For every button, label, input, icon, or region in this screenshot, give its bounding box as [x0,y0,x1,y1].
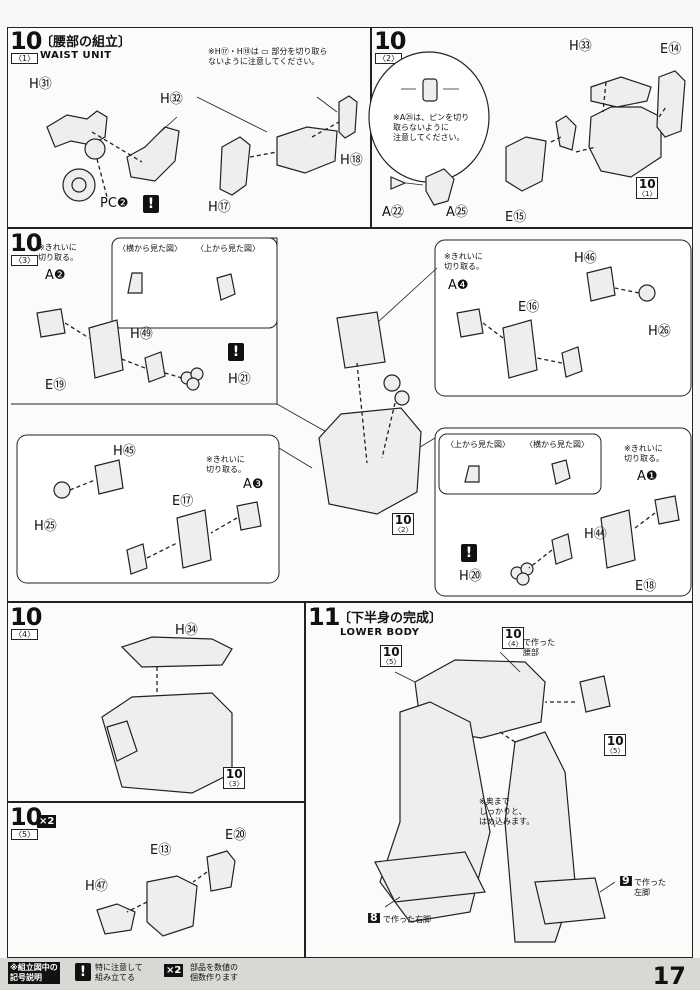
clean-cut-note: ※きれいに 切り取る。 [444,252,484,271]
part-label-a3: A❸ [243,477,264,492]
reference-step-box: 10 〈4〉 [502,627,525,649]
left-leg-label: で作った 左脚 [634,878,666,897]
view-top-label: 〈上から見た図〉 [196,244,260,253]
legend-x2-text: 部品を数値の 個数作ります [190,963,238,982]
part-label-h25: H㉕ [34,519,57,534]
part-label-h32: H㉜ [160,92,183,107]
lower-body-illustration [374,651,616,943]
ref-substep: 〈1〉 [638,190,657,198]
substep-label: 〈1〉 [11,53,39,64]
right-leg-label: で作った右脚 [383,915,431,924]
ref-step-number: 10 [394,513,412,527]
part-label-a1: A❶ [637,469,658,484]
part-label-a2: A❷ [45,268,66,283]
part-label-h20: H⑳ [459,569,482,584]
part-label-a22: A㉒ [382,205,404,220]
caution-note: ※A㉕は、ピンを切り 取らないように 注意してください。 [393,113,470,142]
part-label-h17: H⑰ [208,200,231,215]
part-label-h34: H㉞ [175,623,198,638]
legend-title: ※組立図中の 記号説明 [8,962,60,984]
step-number: 10 [10,27,42,55]
reference-step-box: 10 〈2〉 [392,513,415,535]
ref-substep: 〈4〉 [504,640,523,648]
part-label-h49: H㊾ [130,327,153,342]
step-number: 10 [374,27,406,55]
clean-cut-note: ※きれいに 切り取る。 [206,455,246,474]
ref-substep: 〈5〉 [606,747,625,755]
page-number: 17 [652,962,686,990]
reference-step-box: 10 〈1〉 [636,177,659,199]
waist-unit-illustration [46,95,358,202]
clean-cut-note: ※きれいに 切り取る。 [38,243,78,262]
quantity-x2-badge: ×2 [37,815,57,828]
step-number: 11 [308,603,340,631]
part-label-h45: H㊺ [113,444,136,459]
ref-substep: 〈2〉 [394,526,413,534]
ref-step-number: 10 [382,645,400,659]
waist-assembly-illustration [368,51,686,206]
part-label-e14: E⑭ [660,42,682,57]
sub-panels-outline [11,237,692,597]
part-label-h21: H㉑ [228,372,251,387]
ref-step-number: 10 [606,734,624,748]
legend-warning-icon: ! [75,963,91,981]
view-side-label: 〈横から見た図〉 [525,440,589,449]
part-label-h18: H⑱ [340,153,363,168]
waist-made-note: で作った 腰部 [523,638,555,657]
part-attach-illustration [96,850,236,937]
part-label-h46: H㊻ [574,251,597,266]
ref-step-number: 10 [225,767,243,781]
ref-step-number: 10 [504,627,522,641]
footer-legend-bar [0,958,700,990]
waist-front-illustration [101,636,233,794]
reference-step-box: 10 〈5〉 [380,645,403,667]
part-label-h33: H㉝ [569,39,592,54]
legend-x2-icon: ×2 [164,964,184,977]
part-label-h47: H㊼ [85,879,108,894]
warning-icon: ! [228,343,244,361]
caution-note: ※H⑰・H⑱は ▭ 部分を切り取ら ないように注意してください。 [208,47,328,66]
part-label-e15: E⑮ [505,210,527,225]
part-label-e18: E⑱ [635,579,657,594]
part-label-h44: H㊹ [584,527,607,542]
warning-icon: ! [143,195,159,213]
part-label-h26: H㉖ [648,324,671,339]
part-label-a4: A❹ [448,278,469,293]
part-label-a25: A㉕ [446,205,468,220]
view-side-label: 〈横から見た図〉 [118,244,182,253]
reference-step-box: 10 〈3〉 [223,767,246,789]
left-leg-step-ref: 9 [620,874,632,887]
right-leg-step-ref: 8 [368,911,380,924]
part-label-e20: E⑳ [225,828,247,843]
part-label-e19: E⑲ [45,378,67,393]
part-label-h31: H㉛ [29,77,52,92]
step-title-en: LOWER BODY [340,627,420,638]
warning-icon: ! [461,544,477,562]
step-title-jp: 〔腰部の組立〕 [40,35,132,50]
step-title-en: WAIST UNIT [40,50,112,61]
substep-label: 〈3〉 [11,255,39,266]
part-label-e17: E⑰ [172,494,194,509]
ref-substep: 〈3〉 [225,780,244,788]
step-number: 10 [10,603,42,631]
part-label-e13: E⑬ [150,843,172,858]
substep-label: 〈5〉 [11,829,39,840]
part-label-pc2: PC❷ [100,196,129,211]
ref-step-number: 10 [638,177,656,191]
step-number: 10 [10,229,42,257]
part-label-e16: E⑯ [518,300,540,315]
view-top-label: 〈上から見た図〉 [446,440,510,449]
insert-fully-note: ※奥まで しっかりと、 はめ込みます。 [479,797,535,826]
clean-cut-note: ※きれいに 切り取る。 [624,444,664,463]
step-title-jp: 〔下半身の完成〕 [338,611,443,626]
ref-substep: 〈5〉 [382,658,401,666]
reference-step-box: 10 〈5〉 [604,734,627,756]
substep-label: 〈4〉 [11,629,39,640]
legend-warning-text: 特に注意して 組み立てる [95,963,143,982]
